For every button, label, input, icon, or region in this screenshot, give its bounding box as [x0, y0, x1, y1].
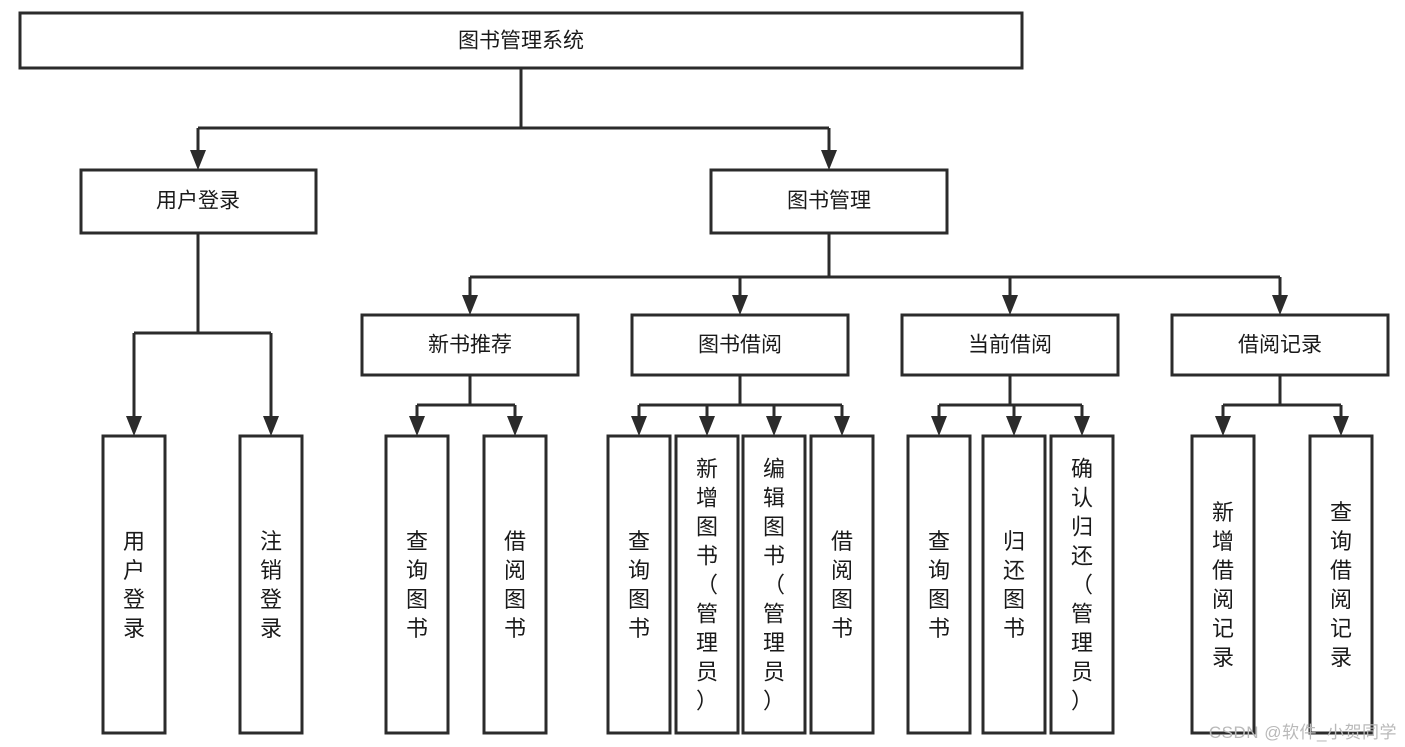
arrow-root-to-book-management [821, 150, 837, 170]
node-leaf-query-book-current-label: 查询图书 [928, 529, 950, 641]
node-leaf-borrow-book-recommend-label: 借阅图书 [504, 529, 526, 641]
node-leaf-query-book-borrow-label: 查询图书 [628, 529, 650, 641]
arrow-root-to-user-login [190, 150, 206, 170]
node-root[interactable]: 图书管理系统 [18, 11, 1024, 70]
node-leaf-return-book-box[interactable] [981, 434, 1047, 735]
node-book-borrow[interactable]: 图书借阅 [630, 313, 850, 377]
arrow-bb-leaf-3 [766, 416, 782, 436]
arrow-user-login-leaf-1 [126, 416, 142, 436]
node-leaf-query-book-current-box[interactable] [906, 434, 972, 735]
node-leaf-query-book-recommend-label: 查询图书 [406, 529, 428, 641]
node-leaf-borrow-book-recommend-box[interactable] [482, 434, 548, 735]
arrow-br-leaf-2 [1333, 416, 1349, 436]
node-book-borrow-box[interactable] [630, 313, 850, 377]
node-root-box[interactable] [18, 11, 1024, 70]
arrow-bm-to-borrow-record [1272, 295, 1288, 315]
watermark: CSDN @软件_小贺同学 [1208, 723, 1397, 742]
node-leaf-user-login-box[interactable] [101, 434, 167, 735]
connector-group-current-borrow [931, 375, 1090, 436]
node-borrow-record[interactable]: 借阅记录 [1170, 313, 1390, 377]
node-borrow-record-label: 借阅记录 [1238, 334, 1322, 357]
connector-group-borrow-record [1215, 375, 1349, 436]
arrow-bb-leaf-1 [631, 416, 647, 436]
node-leaf-query-book-borrow-box[interactable] [606, 434, 672, 735]
arrow-br-leaf-1 [1215, 416, 1231, 436]
node-root-label: 图书管理系统 [458, 30, 584, 53]
arrow-bb-leaf-2 [699, 416, 715, 436]
node-leaf-return-book[interactable]: 归还图书 [981, 434, 1047, 735]
node-leaf-borrow-book-label: 借阅图书 [831, 529, 853, 641]
node-leaf-query-borrow-record-label: 查询借阅记录 [1330, 500, 1352, 670]
node-leaf-add-borrow-record-label: 新增借阅记录 [1212, 500, 1234, 670]
arrow-nbr-leaf-2 [507, 416, 523, 436]
node-leaf-query-borrow-record[interactable]: 查询借阅记录 [1308, 434, 1374, 735]
node-leaf-add-book[interactable]: 新增图书（管理员） [674, 434, 740, 735]
node-leaf-query-borrow-record-box[interactable] [1308, 434, 1374, 735]
arrow-nbr-leaf-1 [409, 416, 425, 436]
node-leaf-confirm-return-label: 确认归还（管理员） [1071, 457, 1093, 714]
arrow-cb-leaf-2 [1006, 416, 1022, 436]
node-leaf-borrow-book-recommend[interactable]: 借阅图书 [482, 434, 548, 735]
arrow-bb-leaf-4 [834, 416, 850, 436]
node-book-management-label: 图书管理 [787, 190, 871, 213]
node-leaf-query-book-current[interactable]: 查询图书 [906, 434, 972, 735]
node-current-borrow-label: 当前借阅 [968, 334, 1052, 357]
node-new-book-recommend-label: 新书推荐 [428, 334, 512, 357]
connector-group-book-borrow [631, 375, 850, 436]
node-book-management-box[interactable] [709, 168, 949, 235]
node-leaf-query-book-recommend-box[interactable] [384, 434, 450, 735]
arrow-user-login-leaf-2 [263, 416, 279, 436]
node-leaf-confirm-return[interactable]: 确认归还（管理员） [1049, 434, 1115, 735]
arrow-cb-leaf-3 [1074, 416, 1090, 436]
node-book-borrow-label: 图书借阅 [698, 334, 782, 357]
node-leaf-edit-book[interactable]: 编辑图书（管理员） [741, 434, 807, 735]
node-user-login-box[interactable] [79, 168, 318, 235]
node-user-login-label: 用户登录 [156, 190, 240, 213]
node-leaf-user-login-label: 用户登录 [123, 529, 145, 641]
node-leaf-add-book-label: 新增图书（管理员） [696, 457, 718, 714]
arrow-bm-to-new-book-recommend [462, 295, 478, 315]
node-current-borrow-box[interactable] [900, 313, 1120, 377]
node-leaf-query-book-recommend[interactable]: 查询图书 [384, 434, 450, 735]
node-leaf-user-login[interactable]: 用户登录 [101, 434, 167, 735]
node-book-management[interactable]: 图书管理 [709, 168, 949, 235]
node-leaf-query-book-borrow[interactable]: 查询图书 [606, 434, 672, 735]
node-leaf-logout-label: 注销登录 [260, 529, 282, 641]
node-leaf-confirm-return-box[interactable] [1049, 434, 1115, 735]
connector-group-root [190, 68, 837, 170]
node-user-login[interactable]: 用户登录 [79, 168, 318, 235]
node-leaf-logout-box[interactable] [238, 434, 304, 735]
node-leaf-return-book-label: 归还图书 [1003, 529, 1025, 641]
arrow-cb-leaf-1 [931, 416, 947, 436]
connector-group-user-login [126, 233, 279, 436]
node-borrow-record-box[interactable] [1170, 313, 1390, 377]
node-leaf-edit-book-box[interactable] [741, 434, 807, 735]
connector-group-book-management [462, 233, 1288, 315]
connector-group-new-book-recommend [409, 375, 523, 436]
node-leaf-add-borrow-record[interactable]: 新增借阅记录 [1190, 434, 1256, 735]
node-current-borrow[interactable]: 当前借阅 [900, 313, 1120, 377]
node-leaf-add-borrow-record-box[interactable] [1190, 434, 1256, 735]
node-leaf-logout[interactable]: 注销登录 [238, 434, 304, 735]
arrow-bm-to-current-borrow [1002, 295, 1018, 315]
node-new-book-recommend[interactable]: 新书推荐 [360, 313, 580, 377]
node-new-book-recommend-box[interactable] [360, 313, 580, 377]
node-leaf-edit-book-label: 编辑图书（管理员） [763, 457, 785, 714]
node-leaf-borrow-book-box[interactable] [809, 434, 875, 735]
arrow-bm-to-book-borrow [732, 295, 748, 315]
node-leaf-add-book-box[interactable] [674, 434, 740, 735]
node-leaf-borrow-book[interactable]: 借阅图书 [809, 434, 875, 735]
